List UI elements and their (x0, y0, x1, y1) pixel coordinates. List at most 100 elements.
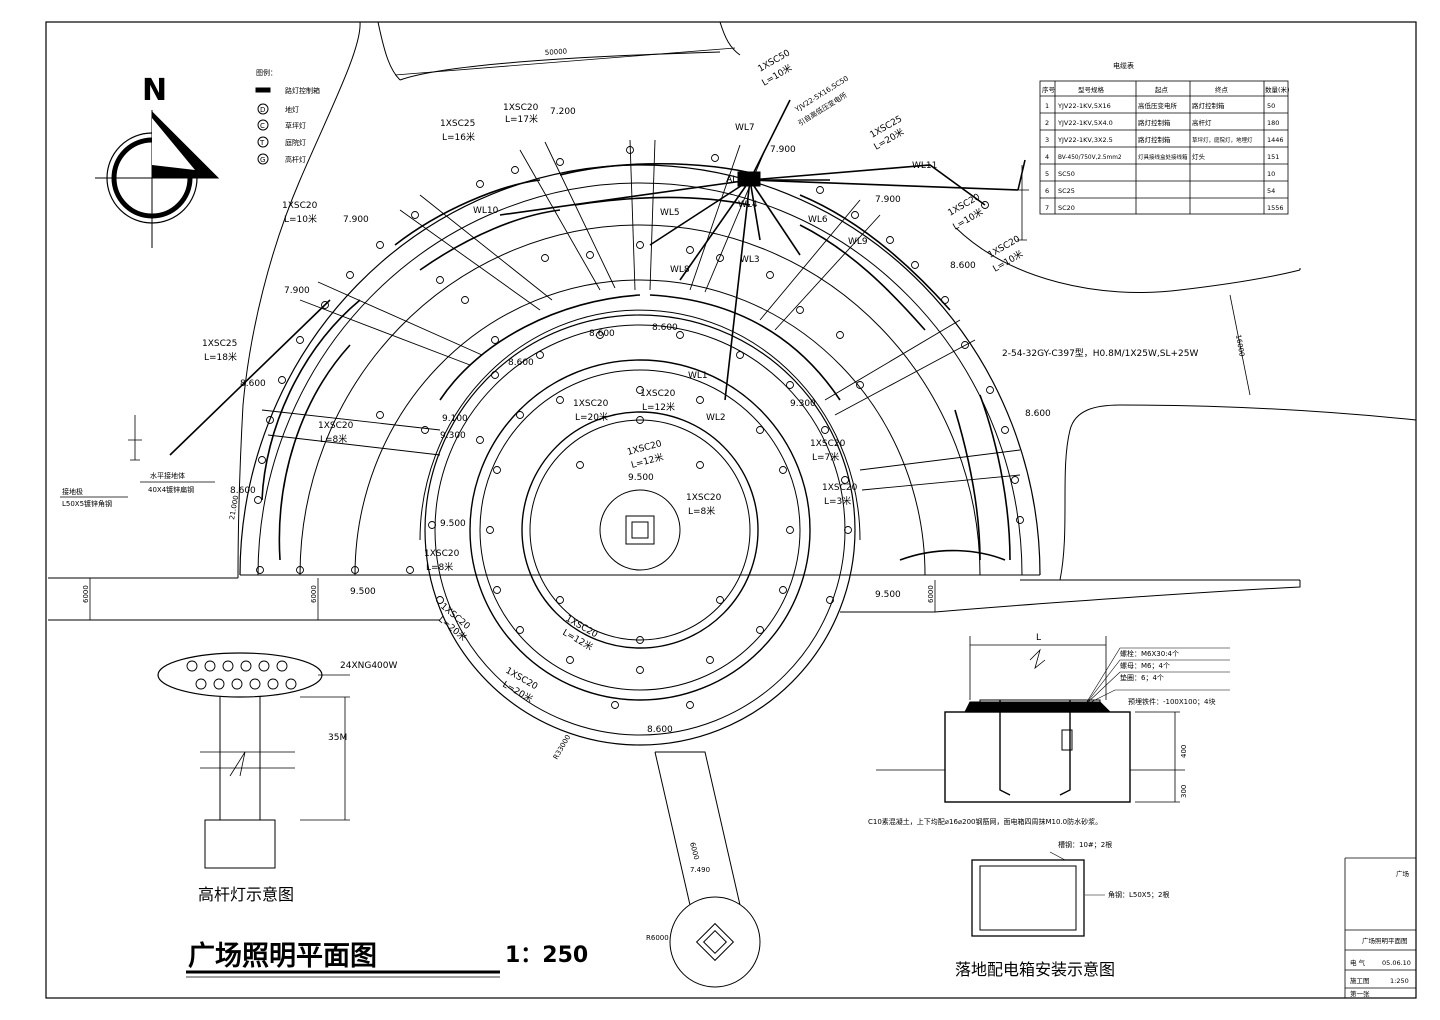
svg-text:G: G (260, 156, 265, 164)
box-frame-plan (971, 851, 1105, 937)
site-roads (48, 21, 1417, 621)
legend: 图例： D C T G 路灯控制箱 地灯 草坪灯 庭院灯 高杆灯 (255, 68, 320, 165)
svg-text:4: 4 (1045, 153, 1049, 161)
dim-left-6000: 6000 (82, 585, 90, 603)
svg-text:SC25: SC25 (1058, 187, 1075, 195)
conduit-length: L=10米 (284, 213, 317, 225)
svg-text:8.600: 8.600 (652, 323, 678, 333)
plaza-outline (239, 164, 1041, 576)
elev-path: 7.490 (690, 866, 710, 874)
svg-text:6: 6 (1045, 187, 1049, 195)
pole-lamp-spec: 24XNG400W (340, 661, 398, 671)
svg-text:8.600: 8.600 (647, 725, 673, 735)
dim-top: 50000 (545, 47, 568, 57)
svg-text:400: 400 (1180, 745, 1188, 758)
svg-text:庭院灯: 庭院灯 (285, 138, 306, 147)
svg-text:2: 2 (1045, 119, 1049, 127)
svg-text:路灯控制箱: 路灯控制箱 (1138, 135, 1171, 144)
distribution-box-al (737, 171, 761, 187)
svg-text:预埋铁件：-100X100；4块: 预埋铁件：-100X100；4块 (1128, 697, 1216, 706)
svg-text:灯具接线盒处接线箱: 灯具接线盒处接线箱 (1138, 153, 1188, 161)
svg-text:1:250: 1:250 (1390, 977, 1409, 985)
svg-text:180: 180 (1267, 119, 1279, 127)
svg-text:8.600: 8.600 (508, 358, 534, 368)
svg-text:高杆灯: 高杆灯 (1192, 118, 1212, 127)
svg-text:1446: 1446 (1267, 136, 1284, 144)
conduit-label: 1XSC20 (282, 201, 318, 211)
svg-text:垫圈：6；4个: 垫圈：6；4个 (1120, 673, 1164, 682)
svg-text:8.600: 8.600 (230, 486, 256, 496)
svg-text:9.500: 9.500 (440, 519, 466, 529)
svg-text:WL1: WL1 (688, 371, 708, 381)
page-title: 广场照明平面图 (188, 941, 377, 972)
svg-text:图例：: 图例： (256, 68, 277, 77)
svg-text:接地极: 接地极 (62, 487, 83, 496)
fixture-note: 2-54-32GY-C397型，H0.8M/1X25W,SL+25W (1002, 348, 1198, 359)
conduit-length: L=7米 (812, 451, 839, 463)
svg-text:9.100: 9.100 (442, 414, 468, 424)
north-arrow (95, 110, 220, 248)
svg-text:草坪灯: 草坪灯 (285, 121, 306, 130)
pole-caption: 高杆灯示意图 (198, 885, 294, 904)
conduit-length: L=3米 (824, 495, 851, 507)
conduit-label: 1XSC20 (686, 493, 722, 503)
svg-text:终点: 终点 (1215, 85, 1229, 94)
central-plaza (424, 314, 856, 746)
svg-text:5: 5 (1045, 170, 1049, 178)
svg-text:SC50: SC50 (1058, 170, 1075, 178)
ground-electrodes (128, 165, 1029, 461)
svg-text:数量(米): 数量(米) (1265, 85, 1290, 94)
svg-text:7.900: 7.900 (343, 215, 369, 225)
conduit-label: 1XSC20 (640, 389, 676, 399)
conduit-label: 1XSC25 (440, 119, 475, 129)
svg-text:WL7: WL7 (735, 123, 755, 133)
svg-text:SC20: SC20 (1058, 204, 1075, 212)
cable-table[interactable]: 电缆表 (1039, 61, 1289, 215)
box-label: AL (726, 175, 737, 185)
feeder-cables (169, 99, 1026, 456)
conduit-length: L=16米 (442, 131, 475, 143)
conduit-length: L=12米 (642, 401, 675, 413)
svg-text:电缆表: 电缆表 (1113, 61, 1134, 70)
elevation-marks: 7.200 7.900 7.900 7.900 7.900 8.600 8.60… (230, 107, 1051, 735)
svg-text:灯头: 灯头 (1192, 152, 1206, 161)
svg-text:9.300: 9.300 (790, 399, 816, 409)
dim-right-6000: 6000 (927, 585, 935, 603)
pole-height: 35M (328, 733, 347, 743)
svg-text:300: 300 (1180, 785, 1188, 798)
ground-note-leader (60, 481, 215, 498)
r-small: R6000 (646, 934, 669, 942)
svg-text:路灯控制箱: 路灯控制箱 (1192, 101, 1225, 110)
svg-text:起点: 起点 (1155, 86, 1169, 94)
svg-text:序号: 序号 (1042, 85, 1056, 94)
conduit-label: 1XSC20 (318, 421, 354, 431)
svg-text:7.900: 7.900 (284, 286, 310, 296)
svg-text:地灯: 地灯 (285, 105, 299, 114)
svg-text:高杆灯: 高杆灯 (285, 155, 306, 164)
title-block-text: 广场 广场照明平面图 电 气 05.06.10 施工图 1:250 第一张 (1350, 869, 1411, 998)
svg-text:10: 10 (1267, 170, 1275, 178)
svg-text:9.300: 9.300 (440, 431, 466, 441)
dim-path-6000: 6000 (688, 841, 700, 860)
radius-label: R33000 (552, 733, 572, 761)
svg-text:7.200: 7.200 (550, 107, 576, 117)
north-label: N (142, 73, 167, 108)
svg-text:第一张: 第一张 (1350, 989, 1370, 998)
svg-text:D: D (260, 106, 265, 114)
terrace-curves (261, 163, 1011, 561)
svg-text:L50X5镀锌角钢: L50X5镀锌角钢 (62, 499, 112, 508)
svg-text:YJV22-1KV,5X4.0: YJV22-1KV,5X4.0 (1057, 119, 1113, 127)
svg-text:8.600: 8.600 (1025, 409, 1051, 419)
light-fixtures (254, 146, 1024, 709)
conduit-label: 1XSC20 (503, 103, 539, 113)
dim-right: 16000 (1234, 334, 1246, 357)
svg-text:7.900: 7.900 (875, 195, 901, 205)
dimension-lines (89, 47, 1251, 620)
svg-text:路灯控制箱: 路灯控制箱 (1138, 118, 1171, 127)
ground-notes: 水平接地体 40X4镀锌扁钢 接地极 L50X5镀锌角钢 (62, 471, 194, 508)
svg-text:05.06.10: 05.06.10 (1382, 959, 1411, 967)
entrance-walkway (654, 751, 761, 988)
svg-text:型号规格: 型号规格 (1078, 85, 1105, 94)
conduit-label: 1XSC20 (810, 439, 846, 449)
